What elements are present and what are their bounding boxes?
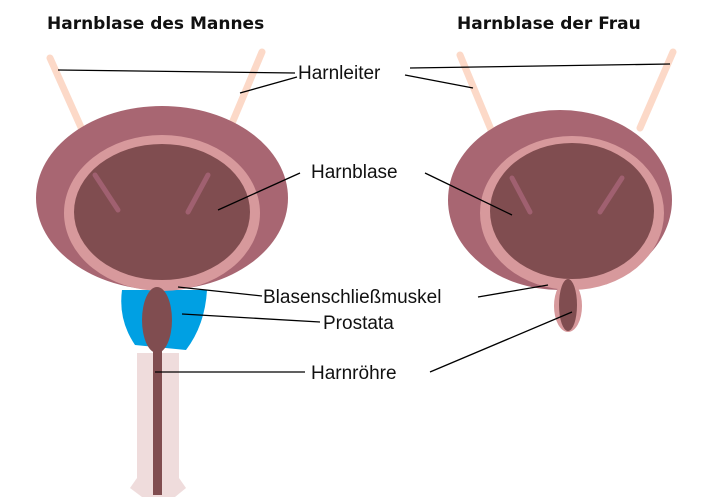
leader-lines: [57, 63, 671, 373]
female-ureter-left: [456, 51, 496, 136]
female-bladder: [448, 48, 677, 332]
title-female: Harnblase der Frau: [457, 14, 641, 34]
male-urethra-bulb: [142, 287, 172, 353]
label-sphincter: Blasenschließmuskel: [263, 287, 441, 308]
label-ureter: Harnleiter: [298, 63, 381, 84]
male-urethra: [153, 345, 162, 495]
female-bladder-inner: [490, 143, 654, 279]
label-urethra: Harnröhre: [311, 363, 397, 384]
female-urethra: [559, 279, 577, 331]
male-ureter-inner-right: [185, 172, 211, 215]
female-ureter-inner-left: [509, 175, 533, 215]
title-male: Harnblase des Mannes: [47, 14, 264, 34]
male-bladder-inner: [74, 144, 250, 280]
label-bladder: Harnblase: [311, 162, 398, 183]
label-prostate: Prostata: [323, 313, 394, 334]
male-ureter-right: [226, 48, 266, 132]
male-bladder: [36, 48, 288, 497]
female-ureter-inner-right: [597, 175, 625, 215]
male-ureter-left: [46, 54, 88, 138]
male-ureter-inner-left: [92, 172, 121, 213]
